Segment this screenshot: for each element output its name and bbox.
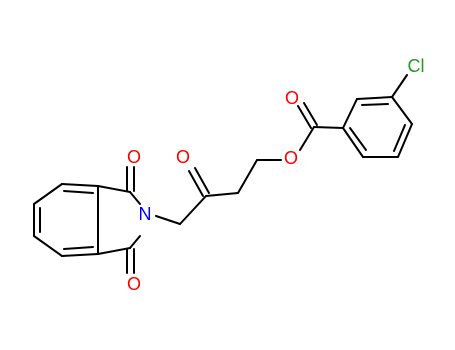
linker-chain (155, 159, 282, 225)
chlorophenyl-ring (342, 74, 413, 158)
imide-carbonyl-bonds (126, 166, 135, 274)
phthalimide-benzene-ring (33, 183, 99, 257)
imide-oxygen-top-label: O (127, 147, 141, 167)
imide-ring (97, 185, 141, 255)
imide-oxygen-bottom-label: O (127, 274, 141, 294)
ketone-oxygen-label: O (176, 147, 190, 167)
nitrogen-label: N (139, 204, 152, 224)
chlorine-label: Cl (408, 56, 425, 76)
ketone-bond (188, 167, 210, 197)
ester-bonds (297, 102, 344, 151)
ester-oxygen-label: O (284, 148, 298, 168)
ester-carbonyl-oxygen-label: O (285, 88, 299, 108)
